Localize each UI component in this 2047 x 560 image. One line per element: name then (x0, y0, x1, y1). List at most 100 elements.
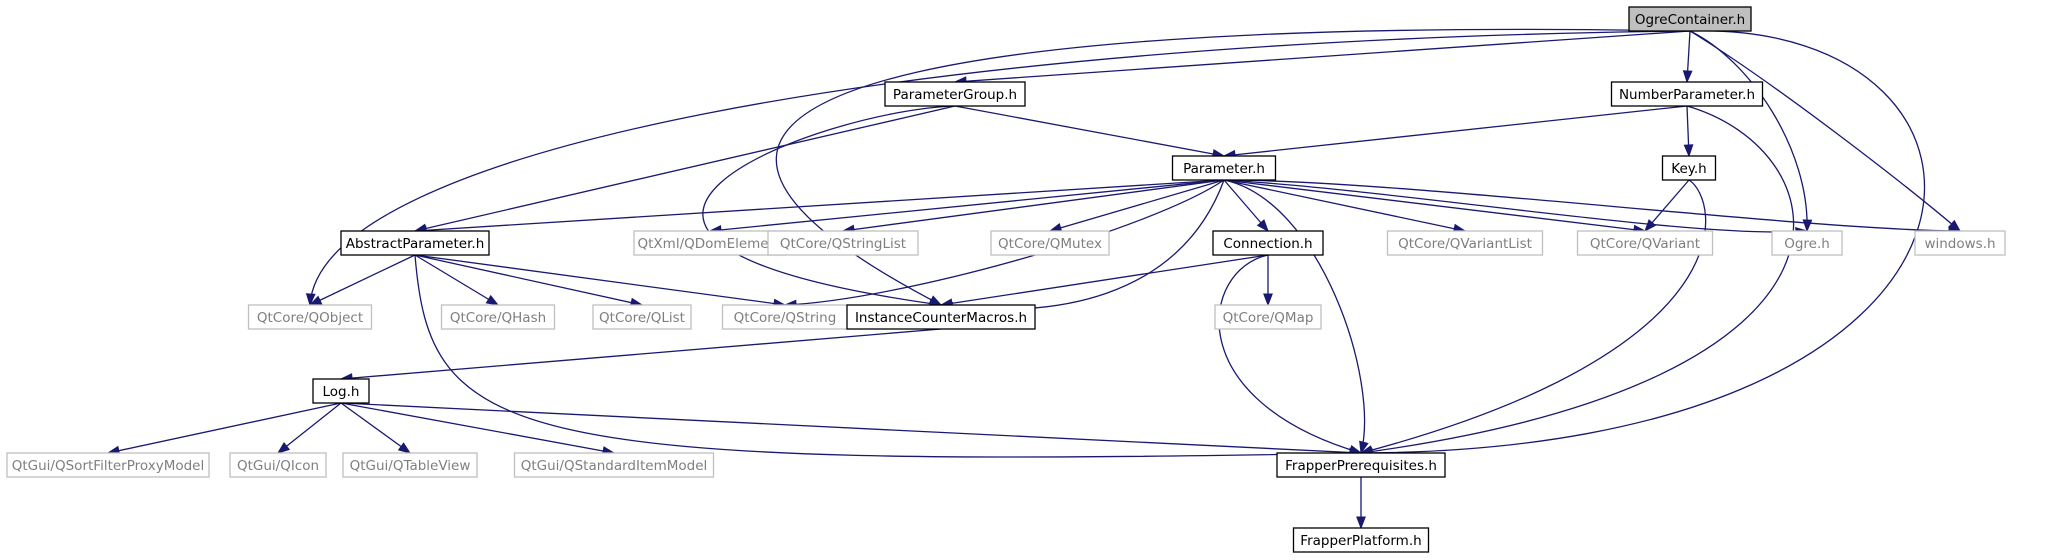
node-box (1914, 230, 2006, 256)
edge-abstract_parameter-to-frapper_prereq (414, 254, 1362, 458)
node-label: QtCore/QMutex (998, 236, 1102, 252)
edge-parameter-to-abstract_parameter (414, 179, 1225, 232)
node-box (440, 304, 556, 330)
node-box (721, 304, 849, 330)
node-instance-counter[interactable]: InstanceCounterMacros.h (846, 304, 1036, 330)
node-log-h[interactable]: Log.h (312, 378, 370, 404)
edge-connection-to-frapper_prereq (1218, 254, 1362, 454)
node-label: NumberParameter.h (1619, 87, 1755, 103)
node-qhash: QtCore/QHash (440, 304, 556, 330)
edge-log_h-to-qicon (277, 402, 342, 454)
node-box (990, 230, 1110, 256)
node-box (1610, 81, 1764, 107)
node-parameter[interactable]: Parameter.h (1171, 155, 1277, 181)
node-label: QtCore/QHash (450, 310, 546, 326)
edge-ogre_container-to-instance_counter (775, 28, 1691, 306)
node-box (312, 378, 370, 404)
arrowhead-abstract_parameter-to-qhash (485, 294, 500, 306)
node-qobject: QtCore/QObject (247, 304, 373, 330)
node-qvariant-list: QtCore/QVariantList (1386, 230, 1544, 256)
node-box (1386, 230, 1544, 256)
node-qdom-element: QtXml/QDomElement (633, 230, 787, 256)
node-frapper-platform[interactable]: FrapperPlatform.h (1292, 527, 1430, 553)
node-windows-h: windows.h (1914, 230, 2006, 256)
edge-ogre_container-to-ogre_h (1689, 30, 1808, 232)
node-label: FrapperPlatform.h (1300, 533, 1421, 549)
edge-log_h-to-qsortfilter (107, 402, 342, 454)
node-qicon: QtGui/QIcon (229, 452, 327, 478)
edge-ogre_container-to-parameter_group (954, 30, 1691, 83)
edge-connection-to-instance_counter (940, 254, 1269, 306)
node-ogre-container[interactable]: OgreContainer.h (1628, 6, 1752, 32)
node-box (592, 304, 692, 330)
node-qsortfilter: QtGui/QSortFilterProxyModel (6, 452, 210, 478)
edge-parameter-to-qvariant (1223, 179, 1646, 232)
edge-log_h-to-qstandarditem (340, 402, 615, 454)
edge-parameter_group-to-instance_counter (702, 105, 956, 306)
node-label: QtCore/QString (734, 310, 837, 326)
node-box (1292, 527, 1430, 553)
node-parameter-group[interactable]: ParameterGroup.h (884, 81, 1026, 107)
node-qstring: QtCore/QString (721, 304, 849, 330)
node-abstract-parameter[interactable]: AbstractParameter.h (340, 230, 490, 256)
node-qlist: QtCore/QList (592, 304, 692, 330)
node-label: QtCore/QVariantList (1398, 236, 1532, 252)
node-qmap: QtCore/QMap (1214, 304, 1322, 330)
arrowhead-key-to-qvariant (1644, 219, 1657, 233)
node-label: QtCore/QMap (1223, 310, 1314, 326)
edge-parameter-to-qstring (784, 179, 1225, 306)
node-box (767, 230, 919, 256)
node-label: Parameter.h (1183, 161, 1265, 177)
node-box (1171, 155, 1277, 181)
node-label: Connection.h (1223, 236, 1312, 252)
node-label: QtCore/QStringList (780, 236, 906, 252)
node-label: QtGui/QSortFilterProxyModel (12, 458, 204, 474)
node-label: QtGui/QTableView (350, 458, 471, 474)
node-qstandarditem: QtGui/QStandardItemModel (513, 452, 715, 478)
node-key[interactable]: Key.h (1661, 155, 1717, 181)
edge-parameter-to-qstring_list (842, 179, 1225, 232)
node-box (1661, 155, 1717, 181)
node-qvariant: QtCore/QVariant (1576, 230, 1714, 256)
node-number-parameter[interactable]: NumberParameter.h (1610, 81, 1764, 107)
arrowhead-parameter-to-frapper_prereq (1359, 440, 1369, 455)
node-label: FrapperPrerequisites.h (1285, 458, 1437, 474)
arrowhead-ogre_container-to-number_parameter (1682, 70, 1693, 84)
node-box (846, 304, 1036, 330)
arrowhead-ogre_container-to-ogre_h (1802, 219, 1813, 233)
node-box (247, 304, 373, 330)
node-label: QtGui/QIcon (237, 458, 319, 474)
edge-parameter_group-to-parameter (954, 105, 1225, 157)
node-qmutex: QtCore/QMutex (990, 230, 1110, 256)
node-box (229, 452, 327, 478)
edge-abstract_parameter-to-qobject (309, 254, 416, 306)
node-box (513, 452, 715, 478)
node-ogre-h: Ogre.h (1771, 230, 1843, 256)
edge-log_h-to-qtableview (340, 402, 411, 454)
node-label: QtXml/QDomElement (638, 236, 783, 252)
edge-key-to-frapper_prereq (1360, 179, 1707, 454)
node-frapper-prereq[interactable]: FrapperPrerequisites.h (1276, 452, 1446, 478)
edge-parameter_group-to-abstract_parameter (414, 105, 956, 232)
node-label: windows.h (1924, 236, 1995, 252)
node-box (633, 230, 787, 256)
edge-ogre_container-to-windows_h (1689, 30, 1961, 232)
node-box (340, 230, 490, 256)
edge-parameter-to-qdom_element (709, 179, 1225, 232)
edge-parameter-to-qmutex (1049, 179, 1225, 232)
arrowhead-ogre_container-to-qobject (305, 293, 316, 307)
arrowhead-frapper_prereq-to-frapper_platform (1356, 516, 1366, 530)
node-label: QtCore/QVariant (1590, 236, 1700, 252)
edge-parameter-to-frapper_prereq (1223, 179, 1366, 454)
node-label: InstanceCounterMacros.h (855, 310, 1027, 326)
edge-abstract_parameter-to-qstring (414, 254, 786, 306)
node-label: QtGui/QStandardItemModel (521, 458, 708, 474)
arrowhead-parameter-to-connection (1256, 219, 1269, 233)
node-label: Log.h (323, 384, 360, 400)
node-connection[interactable]: Connection.h (1212, 230, 1324, 256)
node-box (1628, 6, 1752, 32)
arrowhead-log_h-to-qicon (276, 441, 291, 454)
edge-number_parameter-to-parameter (1223, 105, 1688, 157)
